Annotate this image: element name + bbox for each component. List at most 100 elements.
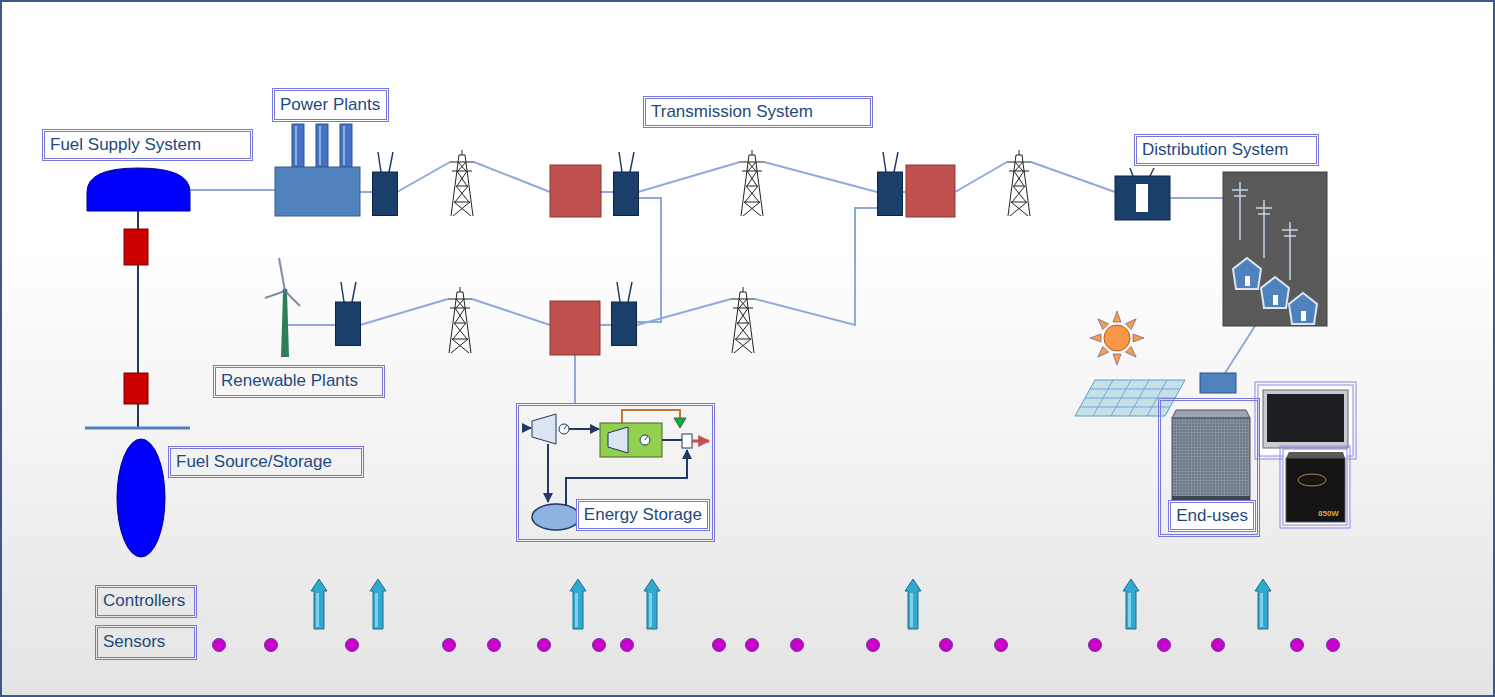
compressed-air-storage [692, 440, 709, 443]
controller-arrow [1123, 579, 1139, 629]
power-lines [190, 162, 1255, 404]
distribution-area [1261, 277, 1289, 308]
air-conditioner [1172, 418, 1250, 500]
power-lines [190, 189, 275, 191]
power-plant [340, 124, 352, 167]
sensor-dot [1089, 639, 1102, 652]
transformer [336, 282, 361, 346]
controller-arrow [311, 579, 1271, 629]
compressed-air-storage [532, 504, 580, 530]
substation [906, 165, 955, 217]
sensor-dot [621, 639, 634, 652]
television [1263, 390, 1348, 448]
compressed-air-storage [600, 423, 662, 457]
power-lines [288, 324, 335, 326]
television [1258, 385, 1353, 456]
node-label: Controllers [103, 591, 185, 611]
node-label: Distribution System [1142, 140, 1288, 160]
system-label: Controllers [95, 585, 197, 618]
compressed-air-storage [547, 444, 549, 502]
transmission-tower [448, 150, 1031, 353]
compressed-air-storage [564, 425, 567, 429]
sensor-dot [1327, 639, 1340, 652]
distribution-transformer [1136, 184, 1148, 212]
transformer [612, 282, 637, 346]
compressed-air-storage [622, 410, 680, 423]
power-supply [1280, 446, 1350, 528]
node-label: Fuel Source/Storage [176, 452, 332, 472]
sensor-dot [791, 639, 804, 652]
node-label: Transmission System [651, 102, 813, 122]
fuel-system [85, 168, 190, 557]
compressed-air-storage [608, 427, 628, 453]
compressed-air-storage [645, 436, 648, 440]
sun [1125, 346, 1138, 359]
compressed-air-storage [532, 414, 556, 444]
air-conditioner [1172, 410, 1250, 418]
wind-turbine [265, 258, 300, 306]
controller-arrow [570, 579, 586, 629]
sensor-dot [213, 639, 226, 652]
power-lines [397, 162, 550, 192]
meter [1200, 373, 1236, 393]
sensor-dot [593, 639, 606, 652]
transmission-tower [448, 287, 472, 353]
system-label: Fuel Supply System [42, 129, 253, 161]
power-lines [601, 191, 613, 193]
system-label: Renewable Plants [213, 365, 385, 398]
system-label: Power Plants [272, 88, 389, 122]
end-uses-box: End-uses [1158, 398, 1260, 537]
fuel-system [124, 229, 148, 265]
sensor-dot [867, 639, 880, 652]
air-conditioner [1172, 410, 1250, 502]
power-supply [1280, 446, 1350, 528]
compressed-air-storage [640, 435, 650, 445]
controller-arrow [311, 579, 327, 629]
transmission-tower [1007, 150, 1031, 216]
compressed-air-storage [569, 428, 599, 430]
power-plant [296, 126, 344, 165]
power-lines [1170, 197, 1223, 199]
sensor-dot [940, 639, 953, 652]
compressed-air-storage [662, 439, 682, 441]
compressed-air-storage [559, 424, 569, 434]
transformer [614, 152, 639, 216]
power-plant [275, 124, 360, 216]
sun [1090, 311, 1144, 365]
transformer [373, 152, 398, 216]
power-lines [360, 299, 550, 325]
wind-turbine [281, 292, 289, 357]
sensor-dot [995, 639, 1008, 652]
node-label: Fuel Supply System [50, 135, 201, 155]
distribution-area [1233, 258, 1261, 289]
substation [550, 301, 600, 355]
power-lines [600, 324, 611, 326]
compressed-air-storage [522, 410, 709, 530]
distribution-area [1289, 293, 1317, 324]
television [1255, 382, 1356, 459]
system-label: Sensors [95, 625, 197, 660]
power-lines [1225, 326, 1255, 373]
sensor-dot [346, 639, 359, 652]
node-label: Energy Storage [576, 499, 710, 531]
sun [1095, 346, 1108, 359]
transmission-tower [740, 150, 764, 216]
sensor-dot [488, 639, 501, 652]
sensor-dot [746, 639, 759, 652]
fuel-system [85, 427, 190, 430]
meter [1200, 373, 1236, 393]
sensor-dot [443, 639, 456, 652]
sensor-dot [1212, 639, 1225, 652]
fuel-system [124, 373, 148, 404]
television [1255, 382, 1356, 459]
fuel-system [117, 439, 165, 557]
distribution-transformer [1115, 168, 1170, 220]
system-label: Transmission System [643, 96, 873, 128]
sun [1090, 334, 1101, 342]
controller-arrow [905, 579, 921, 629]
sun [1113, 354, 1121, 365]
power-lines [637, 198, 661, 322]
fuel-system [87, 168, 190, 211]
transmission-tower [450, 150, 474, 216]
